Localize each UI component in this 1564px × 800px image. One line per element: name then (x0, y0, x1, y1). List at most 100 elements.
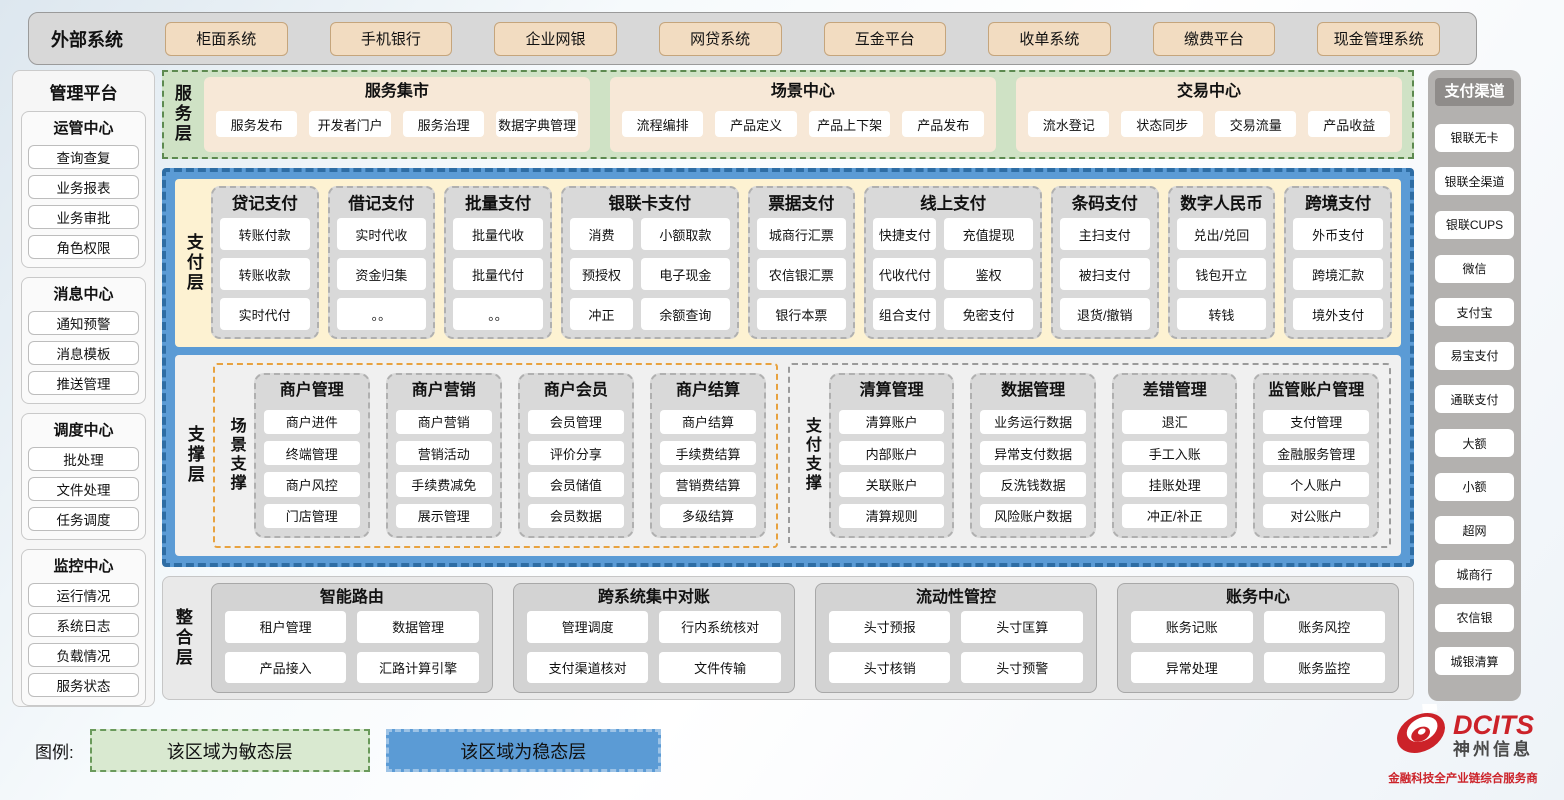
support-item-button[interactable]: 反洗钱数据 (980, 472, 1086, 497)
integration-item-button[interactable]: 账务风控 (1263, 611, 1386, 643)
channel-button[interactable]: 银联CUPS (1435, 210, 1514, 239)
channel-button[interactable]: 城银清算 (1435, 647, 1514, 676)
support-item-button[interactable]: 营销活动 (395, 441, 492, 466)
integration-item-button[interactable]: 头寸预警 (961, 651, 1083, 683)
pay-item-button[interactable]: 实时代收 (336, 218, 427, 251)
support-item-button[interactable]: 评价分享 (527, 441, 624, 466)
pay-item-button[interactable]: 农信银汇票 (756, 258, 847, 291)
pay-item-button[interactable]: 转账收款 (219, 258, 310, 291)
support-item-button[interactable]: 会员数据 (527, 503, 624, 529)
management-item-button[interactable]: 服务状态 (28, 673, 139, 697)
management-item-button[interactable]: 任务调度 (28, 507, 139, 531)
external-system-button[interactable]: 网贷系统 (658, 21, 782, 56)
external-system-button[interactable]: 收单系统 (988, 21, 1111, 56)
integration-item-button[interactable]: 账务监控 (1263, 651, 1386, 683)
pay-item-button[interactable]: 免密支付 (944, 298, 1033, 331)
external-system-button[interactable]: 缴费平台 (1152, 21, 1276, 56)
external-system-button[interactable]: 企业网银 (494, 21, 617, 56)
support-item-button[interactable]: 营销费结算 (659, 472, 757, 497)
channel-button[interactable]: 银联全渠道 (1435, 167, 1514, 196)
pay-item-button[interactable]: 兑出/兑回 (1176, 218, 1267, 251)
service-item-button[interactable]: 产品收益 (1308, 111, 1390, 138)
management-item-button[interactable]: 通知预警 (28, 311, 139, 335)
pay-item-button[interactable]: 境外支付 (1293, 298, 1383, 331)
channel-button[interactable]: 易宝支付 (1435, 341, 1514, 370)
pay-item-button[interactable]: 预授权 (569, 258, 634, 291)
pay-item-button[interactable]: 外币支付 (1293, 218, 1383, 251)
pay-item-button[interactable]: 主扫支付 (1059, 218, 1150, 251)
service-item-button[interactable]: 服务发布 (215, 111, 298, 138)
service-item-button[interactable]: 产品定义 (715, 111, 797, 138)
integration-item-button[interactable]: 账务记账 (1130, 611, 1253, 643)
support-item-button[interactable]: 退汇 (1121, 409, 1228, 435)
support-item-button[interactable]: 金融服务管理 (1263, 441, 1370, 466)
service-item-button[interactable]: 流水登记 (1027, 111, 1110, 138)
service-item-button[interactable]: 状态同步 (1121, 111, 1203, 138)
integration-item-button[interactable]: 文件传输 (659, 651, 781, 683)
channel-button[interactable]: 大额 (1435, 429, 1514, 458)
service-item-button[interactable]: 服务治理 (402, 111, 485, 138)
integration-item-button[interactable]: 头寸预报 (828, 611, 951, 643)
pay-item-button[interactable]: 转钱 (1176, 298, 1267, 331)
support-item-button[interactable]: 商户进件 (263, 409, 360, 435)
support-item-button[interactable]: 风险账户数据 (980, 503, 1086, 529)
support-item-button[interactable]: 手续费减免 (395, 472, 492, 497)
support-item-button[interactable]: 手续费结算 (659, 441, 757, 466)
pay-item-button[interactable]: 组合支付 (873, 298, 937, 331)
support-item-button[interactable]: 内部账户 (838, 441, 945, 466)
support-item-button[interactable]: 清算账户 (838, 409, 945, 435)
support-item-button[interactable]: 关联账户 (838, 472, 945, 497)
service-item-button[interactable]: 产品上下架 (808, 111, 891, 138)
management-item-button[interactable]: 负载情况 (28, 643, 139, 667)
pay-item-button[interactable]: 转账付款 (219, 218, 310, 251)
service-item-button[interactable]: 流程编排 (621, 111, 704, 138)
pay-item-button[interactable]: 鉴权 (944, 258, 1033, 291)
service-item-button[interactable]: 产品发布 (902, 111, 984, 138)
pay-item-button[interactable]: 充值提现 (944, 218, 1033, 251)
management-item-button[interactable]: 文件处理 (28, 477, 139, 501)
pay-item-button[interactable]: 电子现金 (641, 258, 730, 291)
support-item-button[interactable]: 冲正/补正 (1121, 503, 1228, 529)
support-item-button[interactable]: 清算规则 (838, 503, 945, 529)
channel-button[interactable]: 银联无卡 (1435, 123, 1514, 152)
support-item-button[interactable]: 展示管理 (395, 503, 492, 529)
management-item-button[interactable]: 推送管理 (28, 371, 139, 395)
pay-item-button[interactable]: 银行本票 (756, 298, 847, 331)
integration-item-button[interactable]: 头寸匡算 (961, 611, 1083, 643)
support-item-button[interactable]: 对公账户 (1263, 503, 1370, 529)
management-item-button[interactable]: 系统日志 (28, 613, 139, 637)
pay-item-button[interactable]: 冲正 (569, 298, 634, 331)
pay-item-button[interactable]: 被扫支付 (1059, 258, 1150, 291)
pay-item-button[interactable]: 退货/撤销 (1059, 298, 1150, 331)
pay-item-button[interactable]: 。。 (453, 298, 543, 331)
service-item-button[interactable]: 开发者门户 (309, 111, 391, 138)
external-system-button[interactable]: 柜面系统 (165, 21, 288, 56)
pay-item-button[interactable]: 小额取款 (641, 218, 730, 251)
external-system-button[interactable]: 现金管理系统 (1317, 21, 1440, 56)
integration-item-button[interactable]: 产品接入 (224, 651, 347, 683)
integration-item-button[interactable]: 行内系统核对 (659, 611, 781, 643)
external-system-button[interactable]: 手机银行 (329, 21, 453, 56)
integration-item-button[interactable]: 支付渠道核对 (526, 651, 649, 683)
support-item-button[interactable]: 商户营销 (395, 409, 492, 435)
integration-item-button[interactable]: 数据管理 (357, 611, 479, 643)
integration-item-button[interactable]: 租户管理 (224, 611, 347, 643)
pay-item-button[interactable]: 实时代付 (219, 298, 310, 331)
pay-item-button[interactable]: 代收代付 (873, 258, 937, 291)
management-item-button[interactable]: 业务审批 (28, 205, 139, 229)
channel-button[interactable]: 小额 (1435, 472, 1514, 501)
pay-item-button[interactable]: 资金归集 (336, 258, 427, 291)
channel-button[interactable]: 超网 (1435, 516, 1514, 545)
external-system-button[interactable]: 互金平台 (823, 21, 947, 56)
pay-item-button[interactable]: 跨境汇款 (1293, 258, 1383, 291)
integration-item-button[interactable]: 汇路计算引擎 (357, 651, 479, 683)
integration-item-button[interactable]: 管理调度 (526, 611, 649, 643)
pay-item-button[interactable]: 批量代付 (453, 258, 543, 291)
pay-item-button[interactable]: 批量代收 (453, 218, 543, 251)
pay-item-button[interactable]: 快捷支付 (873, 218, 937, 251)
channel-button[interactable]: 通联支付 (1435, 385, 1514, 414)
support-item-button[interactable]: 商户结算 (659, 409, 757, 435)
management-item-button[interactable]: 业务报表 (28, 175, 139, 199)
support-item-button[interactable]: 终端管理 (263, 441, 360, 466)
support-item-button[interactable]: 会员储值 (527, 472, 624, 497)
